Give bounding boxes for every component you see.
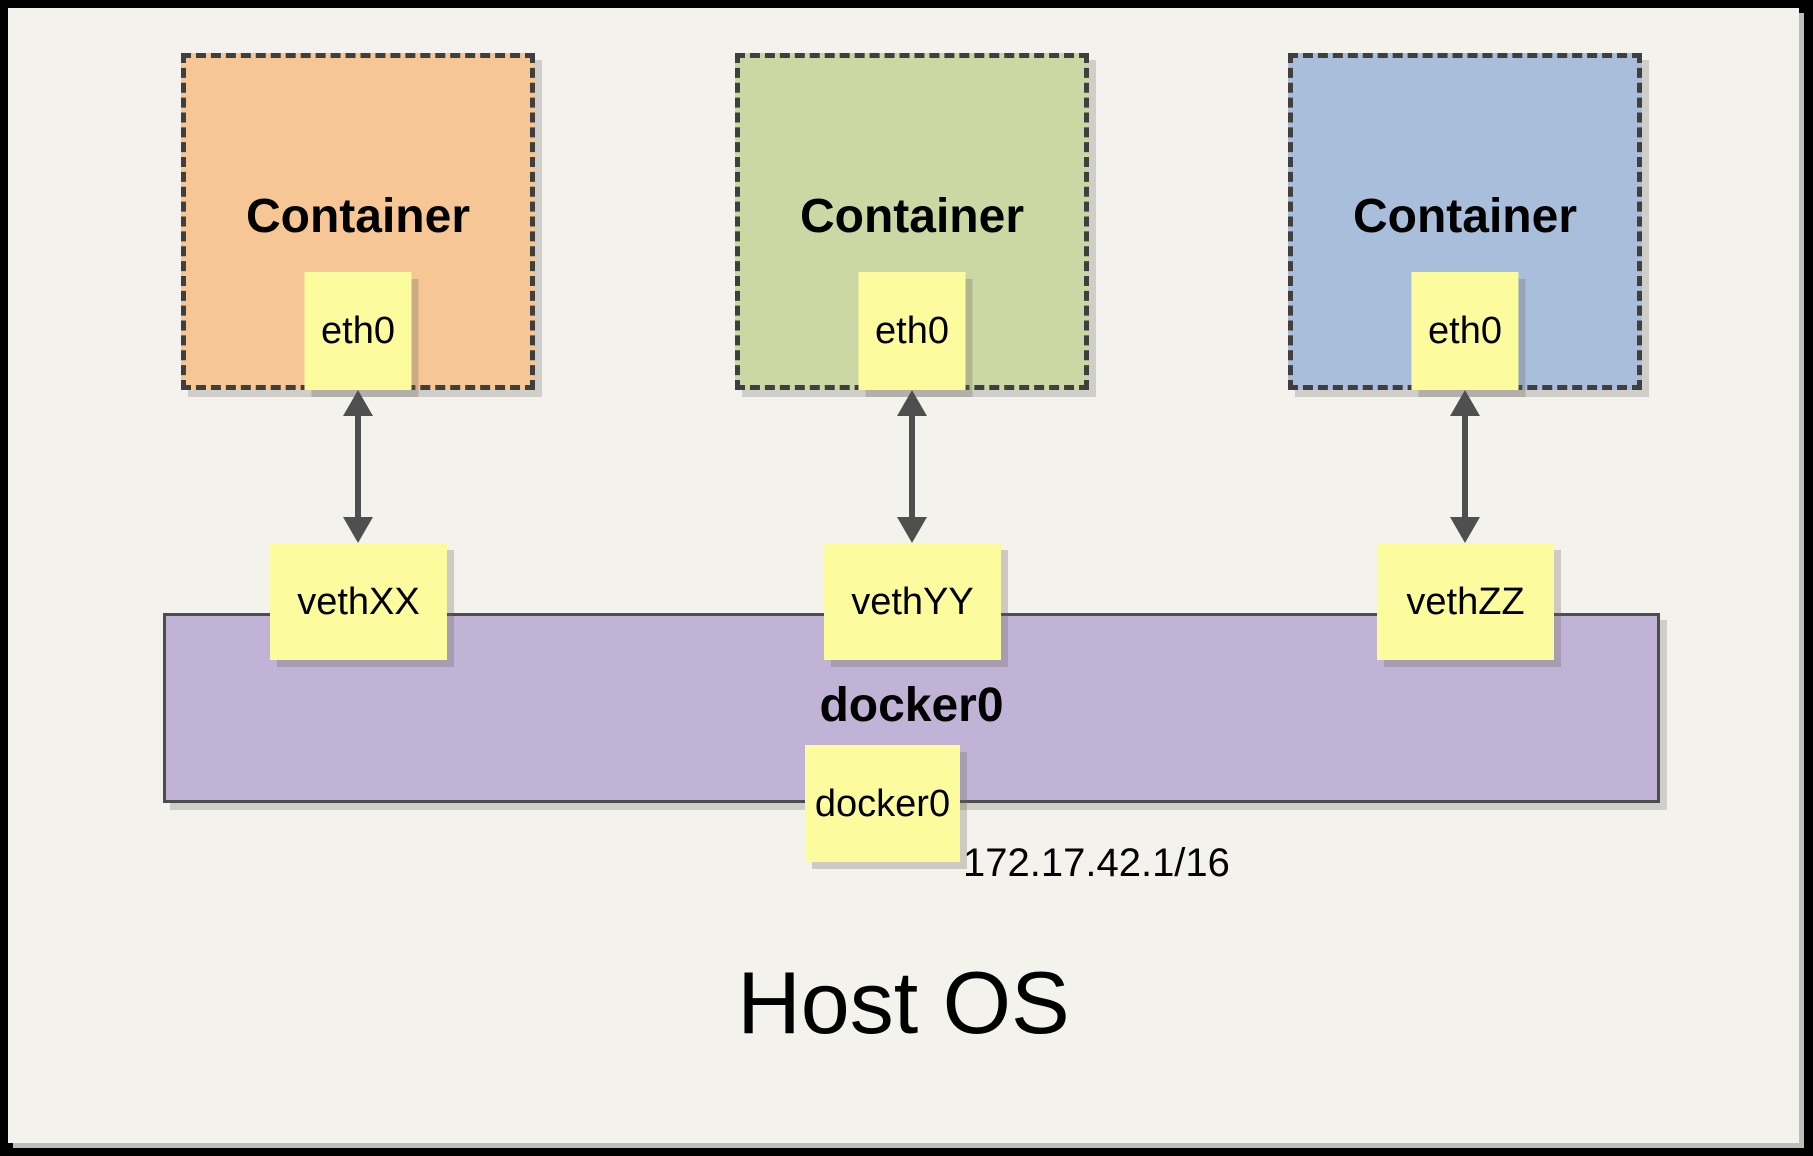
eth0-label: eth0 <box>1428 310 1502 352</box>
arrowhead-down-icon <box>897 517 927 543</box>
vethyy-label: vethYY <box>851 580 974 623</box>
vethxx-label: vethXX <box>297 580 420 623</box>
host-os-label: Host OS <box>737 953 1070 1052</box>
eth0-interface-badge: eth0 <box>304 272 412 390</box>
container-title: Container <box>799 190 1024 243</box>
eth0-interface-badge: eth0 <box>1411 272 1519 390</box>
container-box-3: Container eth0 <box>1288 53 1642 390</box>
vethzz-label: vethZZ <box>1406 580 1525 623</box>
arrow-stem <box>909 410 915 523</box>
bridge-ip-label: 172.17.42.1/16 <box>963 841 1230 885</box>
arrow-stem <box>1462 410 1468 523</box>
host-os-panel: Container eth0 Container eth0 Container … <box>8 8 1799 1143</box>
container-box-2: Container eth0 <box>735 53 1089 390</box>
arrowhead-down-icon <box>343 517 373 543</box>
arrowhead-down-icon <box>1450 517 1480 543</box>
veth-link-arrow-2 <box>897 390 927 543</box>
vethyy-badge: vethYY <box>824 543 1001 660</box>
container-title: Container <box>245 190 470 243</box>
eth0-interface-badge: eth0 <box>858 272 966 390</box>
veth-link-arrow-3 <box>1450 390 1480 543</box>
vethzz-badge: vethZZ <box>1377 543 1554 660</box>
docker0-bridge-label: docker0 <box>819 679 1004 732</box>
arrow-stem <box>355 410 361 523</box>
docker0-interface-badge: docker0 <box>805 745 960 862</box>
container-title: Container <box>1352 190 1577 243</box>
eth0-label: eth0 <box>875 310 949 352</box>
vethxx-badge: vethXX <box>270 543 447 660</box>
veth-link-arrow-1 <box>343 390 373 543</box>
docker0-interface-label: docker0 <box>814 782 951 825</box>
eth0-label: eth0 <box>321 310 395 352</box>
container-box-1: Container eth0 <box>181 53 535 390</box>
